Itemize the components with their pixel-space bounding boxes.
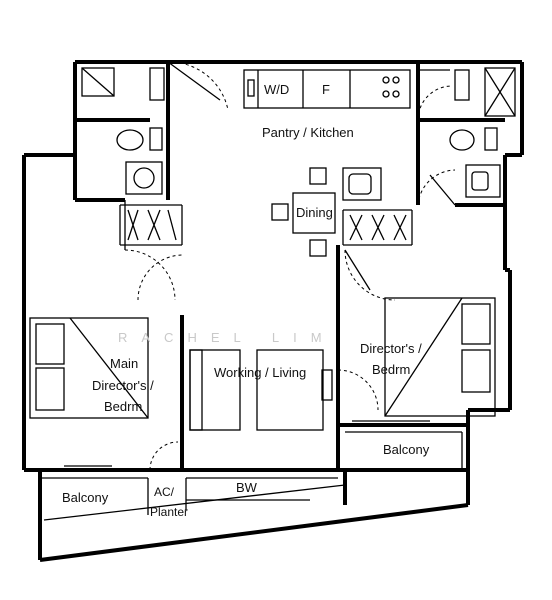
interior-walls <box>24 62 505 521</box>
label-bedroom-line1: Director's / <box>360 341 422 356</box>
label-main-bedroom-line1: Main <box>110 356 138 371</box>
label-dining: Dining <box>296 205 333 220</box>
label-balcony-left: Balcony <box>62 490 109 505</box>
label-bedroom-line2: Bedrm <box>372 362 410 377</box>
label-main-bedroom-line3: Bedrm <box>104 399 142 414</box>
outer-walls <box>22 60 524 562</box>
label-washer-dryer: W/D <box>264 82 289 97</box>
label-main-bedroom-line2: Director's / <box>92 378 154 393</box>
door-swings <box>124 61 456 471</box>
label-ac-planter-line1: AC/ <box>154 485 175 499</box>
watermark: RACHEL LIM <box>118 330 336 345</box>
label-ac-planter-line2: Planter <box>150 505 188 519</box>
label-fridge: F <box>322 82 330 97</box>
room-labels: Pantry / Kitchen W/D F Dining Working / … <box>62 82 430 519</box>
label-working-living: Working / Living <box>214 365 306 380</box>
label-bw: BW <box>236 480 258 495</box>
fixtures <box>29 67 516 467</box>
label-pantry-kitchen: Pantry / Kitchen <box>262 125 354 140</box>
label-balcony-right: Balcony <box>383 442 430 457</box>
